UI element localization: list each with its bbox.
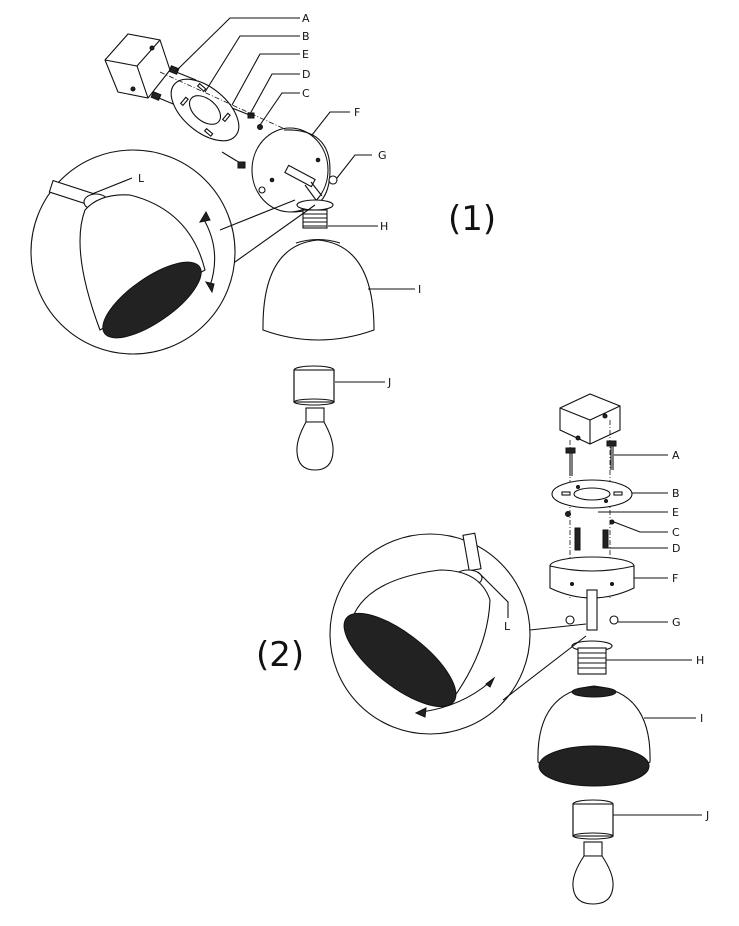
label-i-2: I — [700, 712, 703, 725]
label-g-1: G — [378, 149, 387, 162]
labels-1: A B E D C F G H I J L — [91, 12, 421, 389]
label-f-1: F — [354, 106, 360, 119]
label-h-2: H — [696, 654, 704, 667]
figure-2: A B E C D F G H I J L (2) — [256, 393, 709, 905]
canopy-f-2 — [549, 556, 635, 631]
socket-holder-h-2 — [571, 640, 613, 675]
ring-j-2 — [572, 799, 614, 840]
label-a-1: A — [302, 12, 310, 25]
cap-g-1b — [258, 186, 266, 194]
mounting-plate-b-2 — [551, 479, 633, 509]
junction-box-2 — [559, 393, 621, 445]
label-d-2: D — [672, 542, 680, 555]
shade-i-2 — [537, 685, 651, 787]
detail-circle-2 — [329, 532, 587, 735]
label-l-1: L — [138, 172, 145, 185]
junction-box-1 — [104, 33, 171, 99]
detail-circle-1 — [30, 149, 316, 355]
figure-number-2: (2) — [256, 635, 304, 675]
bulb-1 — [296, 407, 334, 471]
screw-a-2 — [565, 440, 617, 476]
label-b-2: B — [672, 487, 680, 500]
figure-number-1: (1) — [448, 199, 496, 239]
mounting-plate-b-1 — [170, 78, 240, 142]
canopy-f-1 — [251, 127, 331, 213]
label-h-1: H — [380, 220, 388, 233]
label-l-2: L — [504, 620, 511, 633]
cap-g-1a — [328, 175, 338, 185]
label-i-1: I — [418, 283, 421, 296]
labels-2: A B E C D F G H I J L — [477, 449, 709, 822]
ring-j-1 — [293, 365, 335, 406]
label-e-1: E — [302, 48, 309, 61]
cap-g-2b — [609, 615, 619, 625]
figure-1: A B E D C F G H I J L (1) — [30, 12, 496, 471]
label-e-2: E — [672, 506, 679, 519]
label-f-2: F — [672, 572, 678, 585]
label-a-2: A — [672, 449, 680, 462]
label-j-1: J — [387, 376, 391, 389]
label-d-1: D — [302, 68, 310, 81]
label-g-2: G — [672, 616, 681, 629]
bulb-2 — [572, 841, 614, 905]
label-b-1: B — [302, 30, 310, 43]
label-c-2: C — [672, 526, 680, 539]
label-c-1: C — [302, 87, 310, 100]
screw-d-2 — [565, 511, 615, 551]
shade-i-1 — [262, 238, 375, 341]
cap-g-2a — [565, 615, 575, 625]
label-j-2: J — [705, 809, 709, 822]
